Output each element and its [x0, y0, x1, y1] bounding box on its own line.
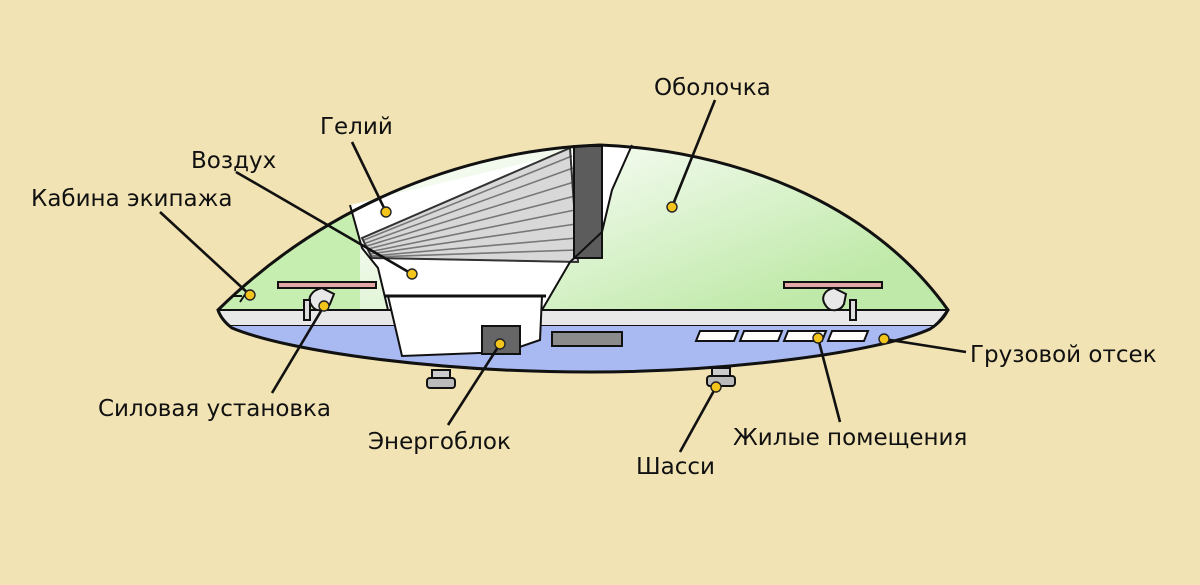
airship-body — [216, 143, 950, 389]
label-power-plant: Силовая установка — [98, 396, 331, 422]
dot-crew-cabin — [244, 289, 256, 301]
dot-envelope — [666, 201, 678, 213]
label-crew-cabin: Кабина экипажа — [31, 186, 232, 212]
right-engine — [783, 281, 883, 321]
dot-living-quarters — [812, 332, 824, 344]
landing-gear-right — [706, 367, 736, 387]
dot-air — [406, 268, 418, 280]
marker-dots — [244, 201, 890, 393]
helium-cell — [360, 146, 580, 264]
dot-landing-gear — [710, 381, 722, 393]
window-slot — [551, 331, 623, 347]
envelope-left-green — [218, 200, 360, 310]
label-air: Воздух — [191, 148, 276, 174]
bulkhead — [573, 145, 603, 259]
label-cargo-hold: Грузовой отсек — [970, 342, 1157, 368]
leader-lines — [159, 99, 967, 453]
label-power-unit: Энергоблок — [368, 429, 511, 455]
dot-power-unit — [494, 338, 506, 350]
labels: Оболочка Гелий Воздух Кабина экипажа Сил… — [31, 75, 1157, 480]
label-landing-gear: Шасси — [636, 454, 715, 480]
dot-helium — [380, 206, 392, 218]
label-envelope: Оболочка — [654, 75, 771, 101]
dot-cargo-hold — [878, 333, 890, 345]
dot-power-plant — [318, 300, 330, 312]
hull-outline — [216, 143, 950, 374]
deck-band — [216, 309, 950, 327]
label-helium: Гелий — [320, 114, 393, 140]
label-living-quarters: Жилые помещения — [733, 425, 967, 451]
landing-gear-left — [426, 369, 456, 389]
